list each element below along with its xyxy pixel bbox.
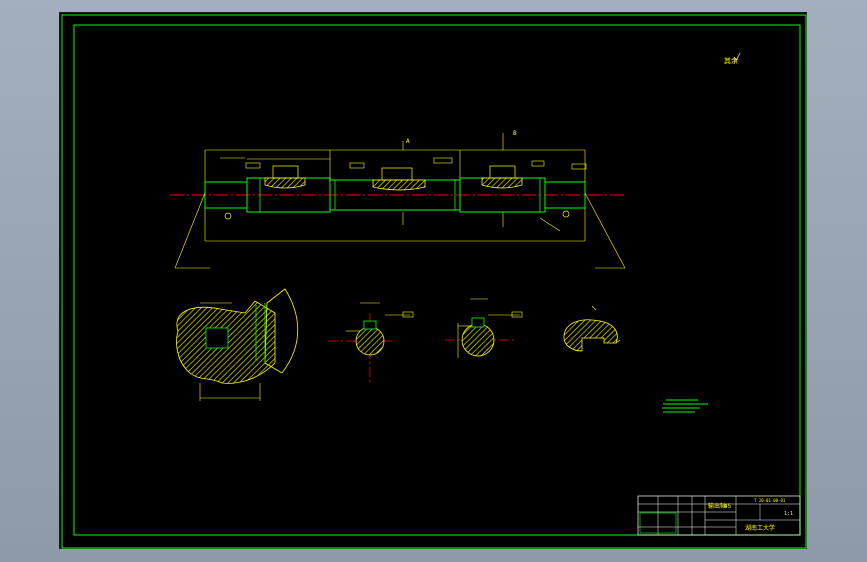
tolerance-frame (531, 160, 545, 167)
detail-center-box (205, 327, 229, 349)
tolerance-frame (349, 162, 365, 169)
keyway-callout-3 (489, 165, 516, 179)
section-b-keyway (471, 317, 485, 328)
school-name: 湖南工大学 (745, 524, 775, 532)
shaft-main-view: A B (170, 130, 626, 269)
roughness-symbol-icon (733, 52, 741, 62)
datum-circle-icon (224, 212, 232, 220)
title-block-grid (638, 496, 800, 535)
title-block: 输出轴 45 T 20-01-00-01 1:1 湖南工大学 (637, 495, 801, 536)
section-b-shaft (461, 323, 495, 357)
title-block-sign-area (639, 512, 677, 534)
keyway-detail-view (563, 305, 621, 352)
section-view-b (445, 298, 523, 358)
drawing-number: T 20-01-00-01 (754, 498, 786, 503)
dimension-lines-bottom (174, 157, 626, 269)
section-b-dimensions (457, 298, 520, 358)
tolerance-frame (571, 163, 587, 170)
tolerance-frame (245, 162, 261, 169)
tolerance-frame (433, 157, 453, 164)
dimension-lines-top (204, 133, 586, 182)
shaft-drawing-canvas[interactable]: 其余 (60, 13, 808, 550)
scale: 1:1 (784, 511, 793, 517)
section-a-keyway (363, 320, 377, 330)
section-a-dimensions (346, 302, 410, 332)
keyway-3 (481, 177, 523, 189)
roughness-note-text: 其余 (724, 56, 738, 65)
keyway-1 (264, 177, 306, 189)
section-view-a (328, 302, 414, 383)
keyway-callout-1 (272, 165, 299, 179)
inner-frame (73, 24, 801, 536)
datum-circle-icon (562, 210, 570, 218)
shaft-segment-right-end (544, 181, 586, 209)
keyway-detail-dim (615, 339, 621, 344)
section-marker-a: A (406, 138, 410, 145)
roughness-note: 其余 (724, 52, 741, 65)
detail-arc-view (264, 288, 299, 374)
tolerance-frame (402, 311, 414, 318)
keyway-detail-dim (591, 305, 597, 311)
keyway-2 (372, 179, 426, 191)
section-a-shaft (355, 326, 385, 356)
detail-dimensions (199, 302, 261, 401)
detail-view (176, 288, 299, 401)
part-name: 输出轴 (708, 502, 726, 510)
keyway-detail-shape (563, 319, 618, 352)
technical-notes (662, 399, 708, 413)
tolerance-frame (511, 311, 523, 318)
keyway-callout-2 (381, 167, 413, 181)
title-block-frame (637, 495, 801, 536)
material: 45 (724, 503, 732, 510)
outer-frame (61, 14, 807, 549)
section-marker-b: B (513, 130, 517, 137)
drawing-sheet[interactable]: 其余 (59, 12, 807, 549)
